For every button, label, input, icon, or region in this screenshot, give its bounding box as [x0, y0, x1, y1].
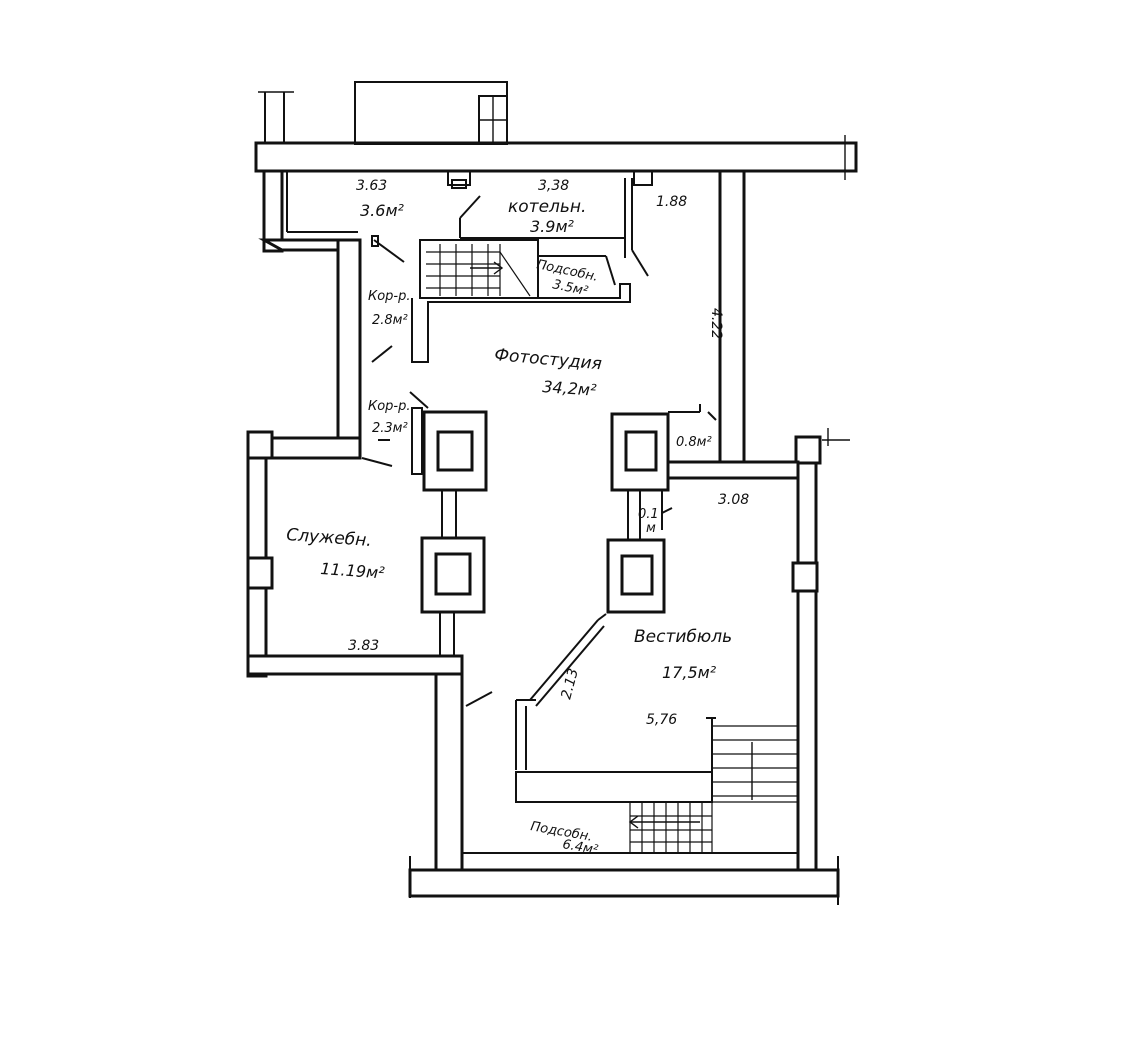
fixtures [371, 170, 653, 247]
interior-partitions [286, 171, 717, 803]
room-name-sluzhebn: Служебн. [286, 525, 373, 551]
wall-stair-left [434, 672, 464, 872]
area-kor1: 2.8м² [372, 313, 408, 328]
column [420, 536, 486, 614]
room-name-vestibul: Вестибюль [634, 627, 732, 647]
dim-576: 5,76 [646, 712, 677, 728]
area-closet-08: 0.8м² [676, 435, 712, 450]
stair-bottom [628, 802, 713, 852]
wall-left-upper [262, 169, 284, 253]
pier-left-mid [246, 556, 274, 590]
room-name-fotostudia: Фотостудия [494, 345, 603, 374]
wall-left-low [246, 586, 268, 678]
wall-right-low [796, 589, 818, 872]
area-kotelnaya: 3.9м² [530, 217, 575, 236]
area-kor2: 2.3м² [372, 421, 408, 436]
landing-block [515, 771, 713, 803]
dim-308: 3.08 [718, 492, 749, 508]
top-main-wall [254, 141, 858, 173]
unit-closet-01: м [646, 521, 656, 536]
dim-338: 3,38 [538, 178, 569, 194]
wall-right-mid [796, 461, 818, 565]
column [422, 410, 488, 492]
stair-top-box [419, 239, 539, 299]
dim-383: 3.83 [348, 638, 379, 654]
wall-corridor-left [336, 238, 362, 442]
dim-422: 4.22 [708, 308, 724, 339]
room-name-kotelnaya: котельн. [508, 197, 586, 217]
columns [420, 410, 670, 614]
dim-363: 3.63 [356, 178, 387, 194]
exterior-top [254, 81, 858, 180]
pier-right-top [794, 435, 822, 465]
column [606, 538, 666, 614]
exterior-walls [246, 169, 850, 905]
vent-top-right [633, 170, 653, 186]
area-closet-01: 0.1 [638, 507, 659, 522]
room-name-kor1: Кор-р. [368, 289, 411, 304]
stairs [426, 244, 798, 852]
wall-left-mid [246, 456, 268, 560]
area-podsobn-top: 3.5м² [551, 277, 589, 299]
vent-top-left [447, 170, 471, 186]
stair-vestibule [712, 725, 798, 803]
area-podsobn-bottom: 6.4м² [561, 837, 599, 858]
top-annex [354, 81, 508, 145]
dim-213: 2.13 [558, 667, 582, 701]
area-top-left-room: 3.6м² [360, 201, 405, 220]
room-name-kor2: Кор-р. [368, 399, 411, 414]
area-vestibul: 17,5м² [662, 663, 717, 682]
area-fotostudia: 34,2м² [542, 377, 598, 400]
pier-left-top [246, 430, 274, 460]
area-sluzhebn: 11.19м² [320, 559, 386, 582]
stair-top [426, 244, 531, 297]
column [610, 412, 670, 492]
dim-188: 1.88 [656, 194, 687, 210]
bottom-main-wall [408, 868, 840, 898]
pier-right-mid [791, 561, 819, 593]
